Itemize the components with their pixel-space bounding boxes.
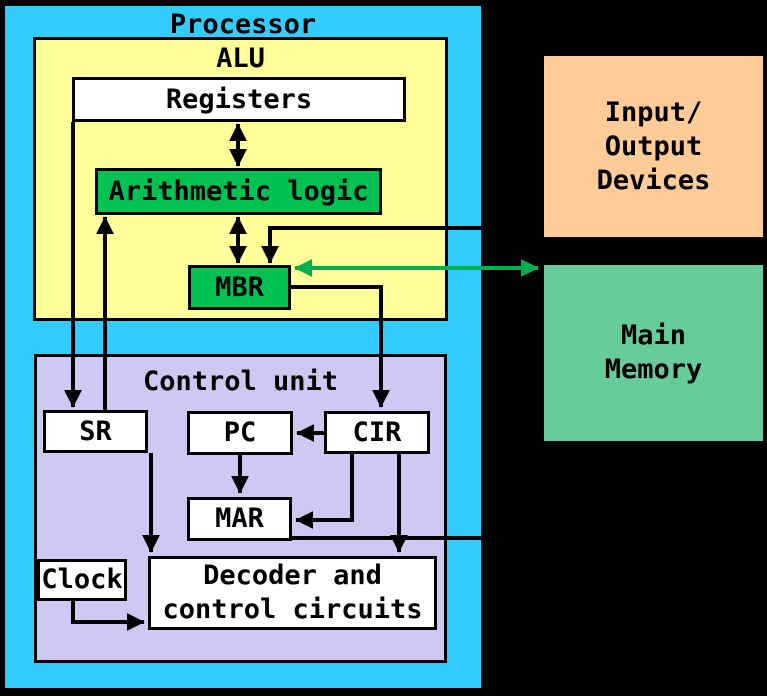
memory-label-line1: Main xyxy=(620,320,686,351)
cir-box: CIR xyxy=(324,411,430,454)
mbr-label: MBR xyxy=(215,271,264,303)
alu-label: ALU xyxy=(216,43,265,74)
pc-label: PC xyxy=(223,417,257,448)
cir-label: CIR xyxy=(352,416,402,448)
arithmetic-logic-box: Arithmetic logic xyxy=(95,168,382,215)
clock-label: Clock xyxy=(41,564,123,595)
control-unit-label: Control unit xyxy=(142,366,339,397)
processor-label: Processor xyxy=(169,9,317,40)
decoder-box: Decoder and control circuits xyxy=(148,556,437,630)
io-devices-box: Input/ Output Devices xyxy=(542,54,765,239)
memory-label-line2: Memory xyxy=(604,354,703,385)
mar-label: MAR xyxy=(215,503,264,534)
arithmetic-logic-label: Arithmetic logic xyxy=(108,175,369,207)
io-label-line2: Output xyxy=(604,130,703,162)
sr-label: SR xyxy=(79,415,112,447)
mbr-box: MBR xyxy=(188,265,291,310)
decoder-label-line2: control circuits xyxy=(162,594,423,625)
clock-box: Clock xyxy=(37,559,127,601)
mar-box: MAR xyxy=(187,497,292,541)
main-memory-box: Main Memory xyxy=(542,263,765,443)
sr-box: SR xyxy=(43,410,148,453)
io-label-line1: Input/ xyxy=(604,96,703,128)
registers-box: Registers xyxy=(72,77,406,122)
decoder-label-line1: Decoder and xyxy=(203,560,382,591)
pc-box: PC xyxy=(187,411,293,455)
io-label-line3: Devices xyxy=(596,164,711,196)
registers-label: Registers xyxy=(165,83,313,115)
